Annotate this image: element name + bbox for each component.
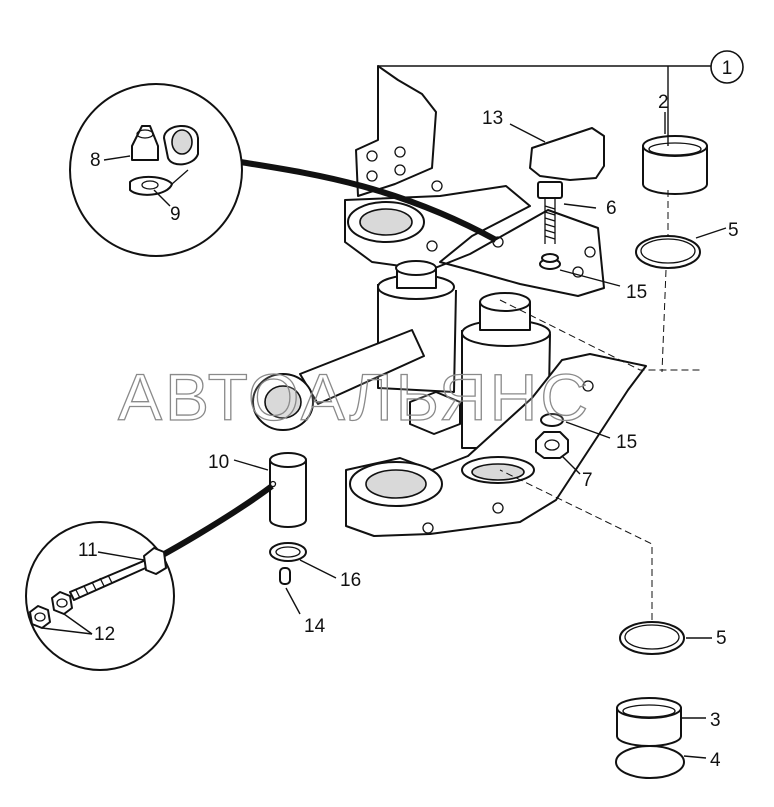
callout-4: 4 xyxy=(710,750,721,771)
watermark: АВТОАЛЬЯНС xyxy=(118,360,591,434)
thrust-disc xyxy=(615,745,685,779)
callout-3: 3 xyxy=(710,710,721,731)
lower-seal-ring xyxy=(619,621,685,655)
callout-2: 2 xyxy=(658,92,669,113)
callout-11: 11 xyxy=(78,540,98,561)
callout-5-lower: 5 xyxy=(716,628,727,649)
assembly-axes xyxy=(499,190,700,620)
callout-7: 7 xyxy=(582,470,593,491)
leader-lines xyxy=(41,65,727,759)
pin xyxy=(269,452,307,528)
roll-pin xyxy=(279,567,291,585)
cover-cap xyxy=(529,127,605,181)
callout-13: 13 xyxy=(482,108,503,129)
callout-5-upper: 5 xyxy=(728,220,739,241)
swivel-housing-assembly xyxy=(252,65,647,537)
callout-14: 14 xyxy=(304,616,326,637)
bolt-detail-inset xyxy=(25,483,274,671)
callout-15-lower: 15 xyxy=(616,432,637,453)
callout-8: 8 xyxy=(90,150,101,171)
callout-1: 1 xyxy=(710,50,744,84)
upper-seal-ring xyxy=(635,235,701,269)
svg-text:1: 1 xyxy=(722,58,733,79)
lower-bushing xyxy=(616,697,682,747)
upper-bushing xyxy=(642,135,708,195)
callout-15-upper: 15 xyxy=(626,282,647,303)
callout-10: 10 xyxy=(208,452,229,473)
callout-9: 9 xyxy=(170,204,181,225)
callout-12: 12 xyxy=(94,624,115,645)
callout-6: 6 xyxy=(606,198,617,219)
callout-16: 16 xyxy=(340,570,361,591)
grease-nipple-detail-inset xyxy=(69,83,498,257)
circlip xyxy=(269,542,307,562)
